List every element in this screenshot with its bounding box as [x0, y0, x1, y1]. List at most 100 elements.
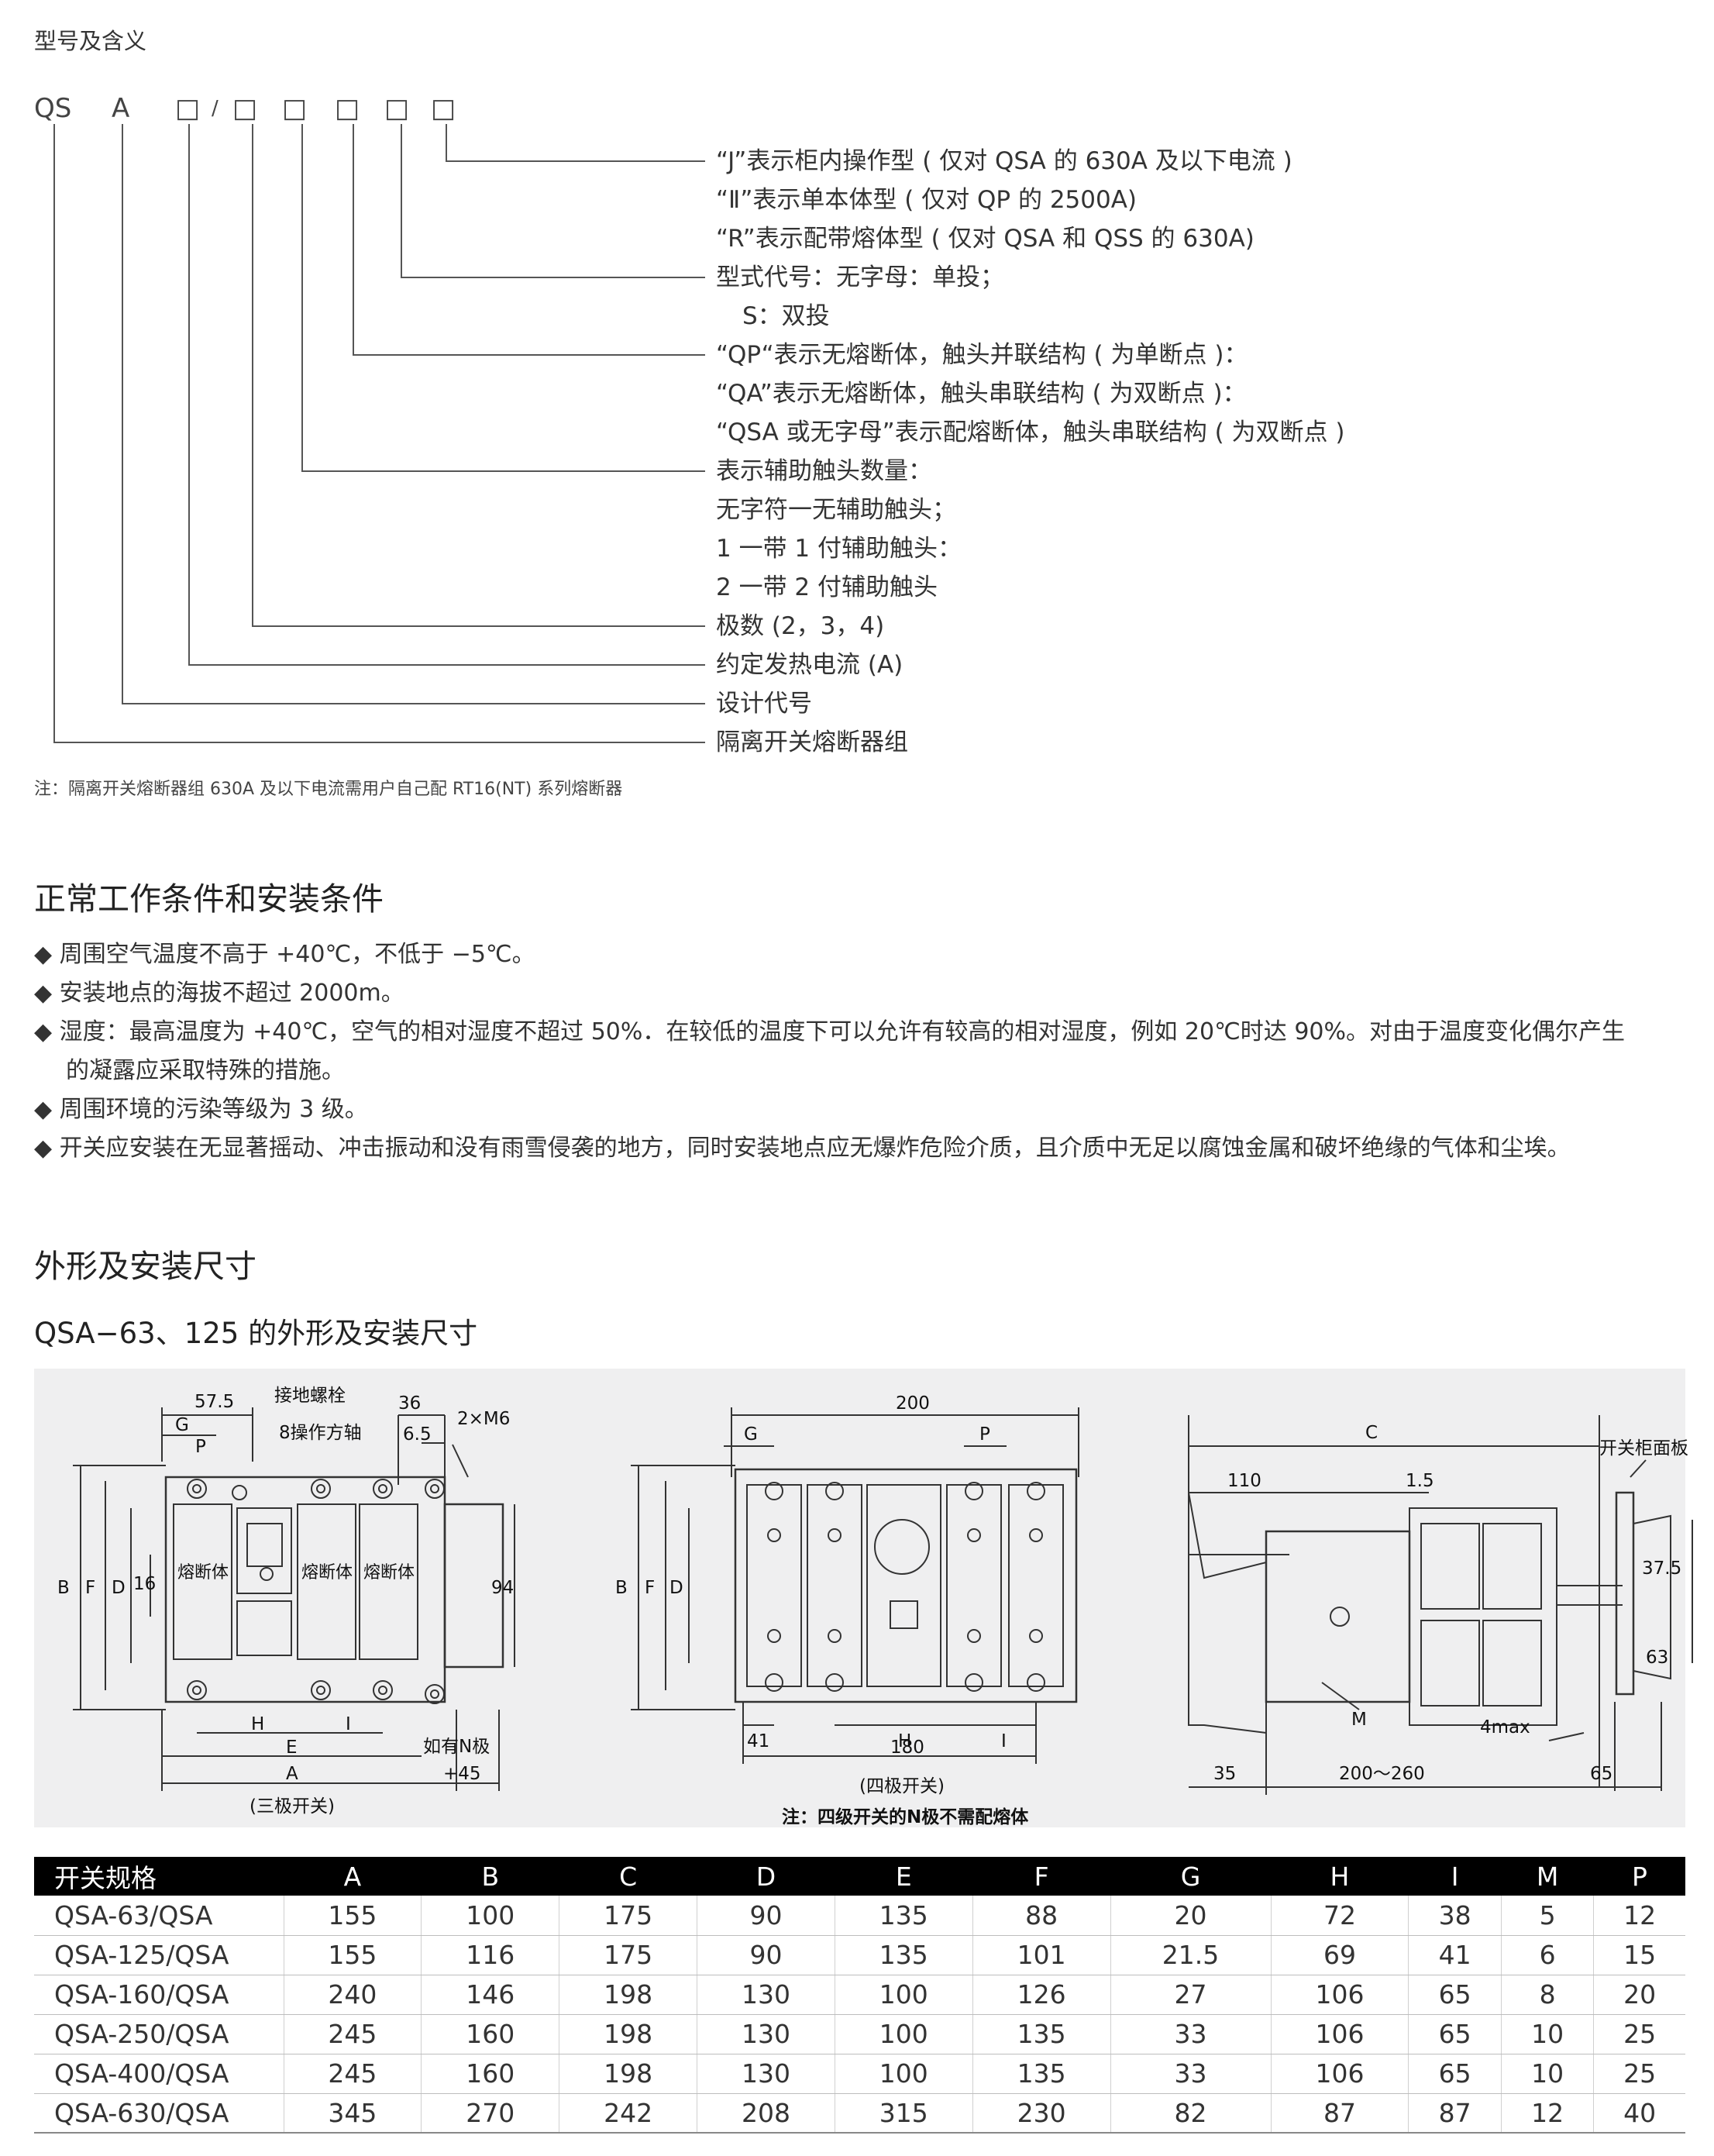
code-leader-lines — [53, 124, 705, 743]
dim-b: B — [615, 1578, 628, 1598]
dim-200: 200 — [896, 1393, 930, 1414]
drawing-side-view: C 开关柜面板 110 1.5 37.5 63 M 4max 35 200～26… — [1188, 1415, 1693, 1795]
dim-g: G — [175, 1415, 189, 1435]
spec-value-cell: 130 — [697, 2014, 835, 2054]
spec-value-cell: 40 — [1593, 2093, 1685, 2134]
spec-value-cell: 12 — [1501, 2093, 1595, 2134]
column-header: D — [697, 1857, 835, 1896]
spec-value-cell: 27 — [1110, 1975, 1272, 2015]
meaning-label: 2 一带 2 付辅助触头 — [716, 573, 938, 601]
three-pole-caption: (三极开关) — [250, 1796, 335, 1817]
dim-a: A — [286, 1764, 298, 1784]
dim-37-5: 37.5 — [1642, 1558, 1681, 1579]
spec-value-cell: 10 — [1501, 2054, 1595, 2094]
column-header: E — [835, 1857, 973, 1896]
spec-value-cell: 100 — [835, 2014, 973, 2054]
condition-item: ◆ 湿度：最高温度为 +40℃，空气的相对湿度不超过 50%．在较低的温度下可以… — [34, 1018, 1625, 1045]
meaning-label: S：双投 — [742, 302, 830, 330]
spec-value-cell: 72 — [1271, 1896, 1409, 1936]
column-header: 开关规格 — [34, 1857, 284, 1896]
spec-value-cell: 345 — [284, 2093, 422, 2134]
spec-value-cell: 87 — [1271, 2093, 1409, 2134]
spec-value-cell: 160 — [421, 2014, 560, 2054]
panel-label: 开关柜面板 — [1599, 1438, 1688, 1459]
dim-57-5: 57.5 — [194, 1392, 234, 1412]
spec-value-cell: 82 — [1110, 2093, 1272, 2134]
dimensions-title: 外形及安装尺寸 — [34, 1248, 256, 1285]
meaning-label: “Ⅱ”表示单本体型 ( 仅对 QP 的 2500A) — [716, 186, 1138, 214]
column-header: A — [284, 1857, 422, 1896]
column-header: I — [1408, 1857, 1502, 1896]
dim-p: P — [195, 1437, 206, 1457]
spec-value-cell: 20 — [1593, 1975, 1685, 2015]
op-shaft-label: 8操作方轴 — [279, 1423, 362, 1443]
code-part-box2: □ — [232, 93, 258, 124]
conditions-list: ◆ 周围空气温度不高于 +40℃，不低于 −5℃。 ◆ 安装地点的海拔不超过 2… — [34, 935, 1625, 1168]
spec-value-cell: 240 — [284, 1975, 422, 2015]
column-header: M — [1501, 1857, 1594, 1896]
bullet-diamond-icon: ◆ — [34, 1018, 53, 1045]
spec-value-cell: 270 — [421, 2093, 560, 2134]
meaning-label: “R”表示配带熔体型 ( 仅对 QSA 和 QSS 的 630A) — [716, 225, 1255, 253]
dim-c: C — [1365, 1423, 1378, 1443]
condition-item: ◆ 周围空气温度不高于 +40℃，不低于 −5℃。 — [34, 941, 535, 968]
spec-value-cell: 10 — [1501, 2014, 1595, 2054]
spec-value-cell: 198 — [559, 2014, 698, 2054]
m6-label: 2×M6 — [457, 1409, 510, 1429]
fuse-label: 熔断体 — [363, 1563, 415, 1583]
dim-p: P — [979, 1424, 990, 1445]
spec-value-cell: 155 — [284, 1896, 422, 1936]
spec-value-cell: 130 — [697, 2054, 835, 2094]
code-part-slash: / — [212, 97, 219, 120]
spec-value-cell: 38 — [1408, 1896, 1502, 1936]
spec-value-cell: 90 — [697, 1935, 835, 1975]
spec-value-cell: 315 — [835, 2093, 973, 2134]
spec-value-cell: 100 — [835, 2054, 973, 2094]
code-part-box6: □ — [431, 93, 456, 124]
code-part-box1: □ — [175, 93, 201, 124]
code-part-qs: QS — [34, 93, 72, 124]
conditions-title: 正常工作条件和安装条件 — [34, 880, 384, 918]
drawing-four-pole: 200 G P B F D 41 H I 180 (四极开关) 注：四级开关的N… — [615, 1393, 1079, 1827]
spec-value-cell: 116 — [421, 1935, 560, 1975]
dim-16: 16 — [133, 1574, 156, 1594]
dim-m: M — [1351, 1710, 1367, 1730]
condition-item: ◆ 周围环境的污染等级为 3 级。 — [34, 1096, 368, 1123]
spec-value-cell: 8 — [1501, 1975, 1595, 2015]
spec-value-cell: 25 — [1593, 2014, 1685, 2054]
spec-value-cell: 21.5 — [1110, 1935, 1272, 1975]
dim-f: F — [645, 1578, 655, 1598]
fuse-label: 熔断体 — [177, 1563, 229, 1583]
spec-value-cell: 12 — [1593, 1896, 1685, 1936]
dim-200-260: 200～260 — [1339, 1764, 1425, 1784]
meaning-label: 无字符一无辅助触头； — [716, 496, 956, 524]
table-header-row: 开关规格 A B C D E F G H I M P — [34, 1857, 1685, 1896]
meaning-label: 1 一带 1 付辅助触头： — [716, 535, 962, 563]
spec-value-cell: 242 — [559, 2093, 698, 2134]
spec-value-cell: 198 — [559, 2054, 698, 2094]
spec-model-cell: QSA-125/QSA — [34, 1935, 284, 1975]
dim-f: F — [85, 1578, 95, 1598]
meaning-label: “J”表示柜内操作型 ( 仅对 QSA 的 630A 及以下电流 ) — [716, 147, 1292, 175]
spec-model-cell: QSA-160/QSA — [34, 1975, 284, 2015]
condition-item: ◆ 安装地点的海拔不超过 2000m。 — [34, 980, 404, 1007]
meaning-label: 表示辅助触头数量： — [716, 457, 932, 485]
meaning-label: “QP“表示无熔断体，触头并联结构 ( 为单断点 )： — [716, 341, 1248, 369]
dim-g: G — [744, 1424, 758, 1445]
spec-value-cell: 69 — [1271, 1935, 1409, 1975]
spec-value-cell: 135 — [835, 1935, 973, 1975]
dim-63: 63 — [1646, 1648, 1668, 1668]
spec-value-cell: 160 — [421, 2054, 560, 2094]
spec-model-cell: QSA-400/QSA — [34, 2054, 284, 2094]
drawing-three-pole: 57.5 接地螺栓 36 8操作方轴 6.5 2×M6 G P B F D 16… — [57, 1386, 515, 1817]
spec-value-cell: 5 — [1501, 1896, 1595, 1936]
spec-value-cell: 33 — [1110, 2014, 1272, 2054]
spec-value-cell: 135 — [972, 2054, 1111, 2094]
code-part-box4: □ — [335, 93, 360, 124]
dim-36: 36 — [398, 1393, 421, 1414]
spec-value-cell: 41 — [1408, 1935, 1502, 1975]
ground-bolt-label: 接地螺栓 — [274, 1386, 346, 1406]
